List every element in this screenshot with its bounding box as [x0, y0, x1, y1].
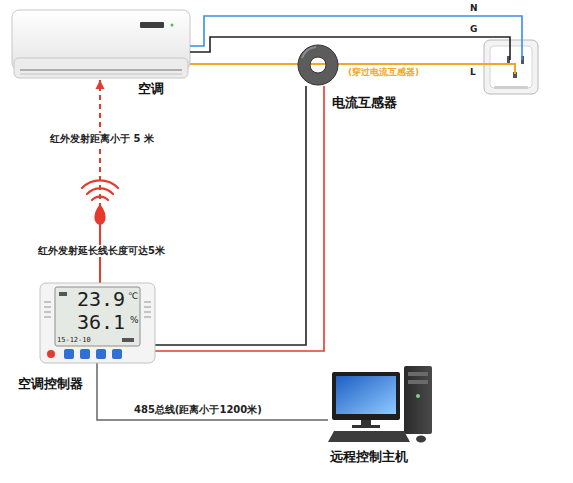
lcd-temperature: 23.9 — [77, 288, 125, 311]
controller-drawing-part — [96, 349, 106, 359]
air-conditioner-controller: 23.9℃36.1%15-12-10空调控制器 — [40, 283, 155, 363]
air-conditioner-drawing-part — [171, 24, 174, 27]
computer-drawing-part — [328, 431, 410, 442]
air-conditioner-drawing-part — [14, 58, 188, 78]
controller-drawing-part — [55, 287, 140, 346]
wall-socket-part — [484, 40, 538, 94]
current-transformer-ring-part — [298, 45, 338, 85]
air-conditioner-drawing-part — [140, 22, 164, 28]
controller-drawing-part — [122, 338, 134, 342]
connector — [190, 64, 298, 65]
mains-wires-part — [190, 16, 522, 60]
controller-drawing-part — [59, 292, 67, 296]
computer-drawing — [328, 366, 432, 443]
edge-label: 红外发射距离小于 5 米 — [48, 133, 156, 145]
wire-name: N — [470, 3, 478, 13]
infrared-emitter-part — [96, 206, 105, 224]
controller-drawing-part-part — [144, 301, 151, 303]
arrow-head — [96, 80, 105, 89]
remote-host: 远程控制主机 — [328, 366, 434, 444]
controller-drawing — [40, 283, 155, 363]
lcd-humidity: 36.1 — [77, 311, 125, 334]
computer-drawing-part — [352, 425, 380, 428]
lcd-date: 15-12-10 — [57, 336, 91, 344]
wall-socket-part — [494, 86, 528, 89]
air-conditioner-drawing-part — [20, 74, 182, 75]
current-transformer-ring-part — [302, 47, 316, 58]
connector — [155, 86, 324, 351]
edge-label: 485总线(距离小于1200米) — [132, 404, 264, 416]
node-label: 空调 — [138, 82, 164, 97]
controller-drawing-part — [64, 349, 74, 359]
controller-drawing-part — [40, 283, 155, 363]
computer-drawing-part — [408, 372, 428, 376]
controller-drawing-part-part — [144, 306, 151, 308]
connector-line — [97, 363, 328, 420]
controller-drawing-part-part — [44, 311, 51, 313]
controller-drawing-part-part — [144, 311, 151, 313]
controller-drawing-part-part — [44, 306, 51, 308]
computer-drawing-part — [332, 372, 400, 420]
node-label: 空调控制器 — [18, 377, 83, 392]
computer-drawing-part — [336, 376, 396, 414]
infrared-emitter — [82, 180, 118, 224]
wire-name: L — [470, 67, 476, 77]
lcd-unit: ℃ — [128, 291, 138, 301]
infrared-emitter-part — [82, 180, 118, 188]
current-transformer-ring — [298, 45, 338, 85]
distance-note: 红外发射延长线长度可达5米 — [36, 245, 167, 257]
infrared-emitter-part — [87, 188, 113, 194]
computer-drawing-part — [416, 394, 420, 398]
node-label: 电流互感器 — [332, 96, 397, 111]
controller-drawing-part-part — [144, 316, 151, 318]
wire-name: G — [470, 24, 477, 34]
connector — [97, 363, 328, 420]
mains-wires-part — [190, 37, 510, 60]
computer-drawing-part — [404, 366, 432, 434]
controller-drawing-part — [80, 349, 90, 359]
controller-drawing-part — [47, 350, 55, 358]
infrared-emitter-part — [92, 197, 108, 200]
connector-line — [190, 63, 298, 65]
controller-drawing-part — [112, 349, 122, 359]
controller-drawing-part-part — [44, 301, 51, 303]
connector-line — [155, 86, 324, 351]
wall-socket — [484, 40, 538, 94]
mains-wires — [190, 16, 522, 74]
controller-drawing-part-part — [44, 316, 51, 318]
wall-socket-part — [490, 46, 532, 88]
computer-drawing-part — [408, 380, 428, 384]
air-conditioner-drawing — [12, 10, 190, 78]
node-label: 远程控制主机 — [330, 450, 408, 465]
lcd-unit: % — [130, 315, 139, 325]
wire-note: (穿过电流互感器) — [346, 67, 421, 77]
air-conditioner-drawing-part — [20, 69, 182, 71]
computer-drawing-part — [416, 436, 426, 443]
current-transformer: 电流互感器 — [298, 44, 338, 86]
connector-line — [99, 80, 101, 226]
air-conditioner: 空调 — [12, 10, 190, 80]
connector-line — [155, 86, 306, 345]
